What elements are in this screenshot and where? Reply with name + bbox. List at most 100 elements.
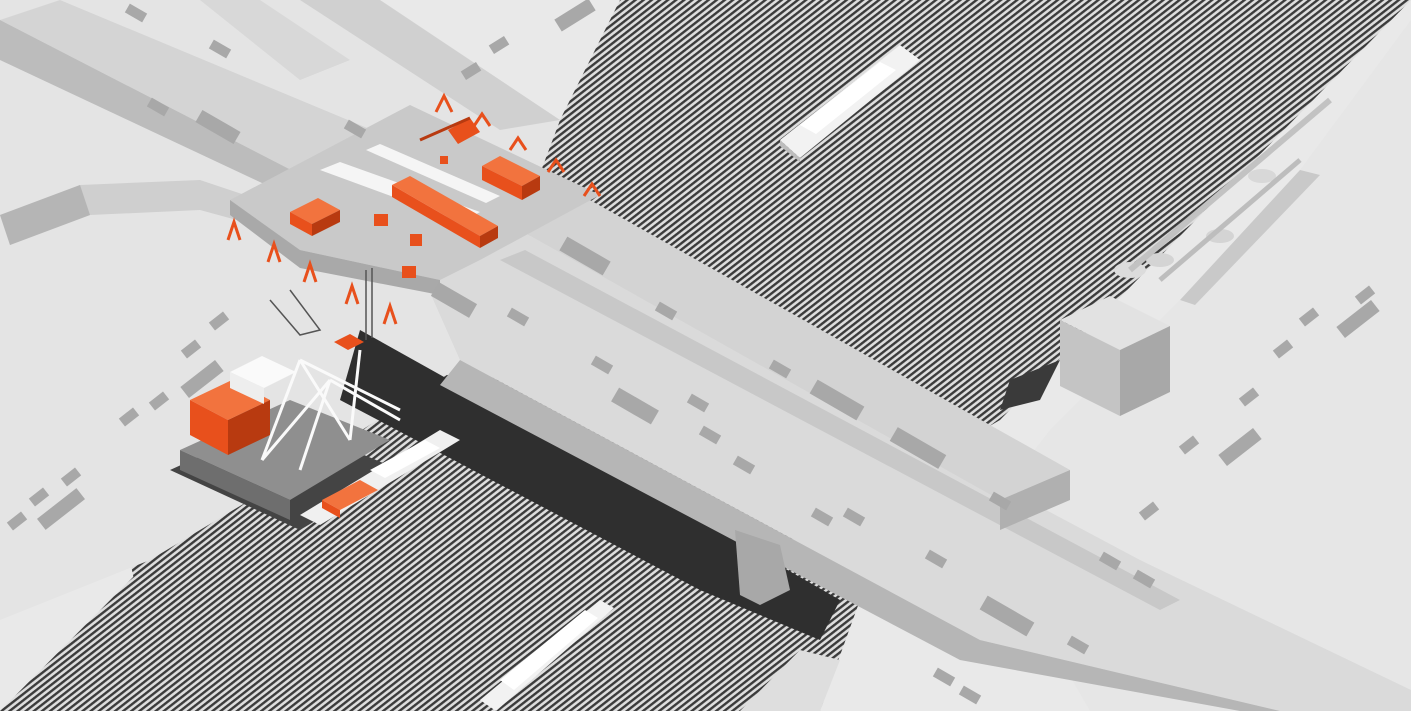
arch-3 [508, 135, 528, 151]
truck [430, 282, 478, 318]
container-block-a-side [312, 210, 340, 236]
container-small-4 [440, 156, 448, 164]
silo-4 [1248, 169, 1276, 183]
container-train-front [392, 185, 480, 248]
container-small-2 [410, 234, 422, 246]
white-cab-top [230, 356, 296, 388]
car [208, 311, 230, 331]
right-quay-edge [1180, 170, 1320, 305]
container-train-side [480, 226, 498, 248]
arch-5 [582, 181, 602, 197]
car [60, 467, 82, 487]
arch-6 [226, 217, 242, 241]
car [932, 667, 956, 687]
truck [979, 595, 1035, 637]
conveyor-2 [1158, 158, 1302, 282]
orange-crane-arches [226, 92, 602, 325]
ship-upper-hull-side [780, 140, 800, 162]
tower-mast [365, 268, 373, 340]
car [1354, 285, 1376, 305]
silo-2 [1146, 253, 1174, 267]
car [1098, 551, 1122, 571]
platform-crane [419, 116, 480, 144]
truck [611, 387, 659, 425]
car [148, 391, 170, 411]
arch-2 [472, 111, 492, 127]
arch-7 [266, 239, 282, 263]
barge-cargo-orange-front [322, 500, 340, 518]
car [988, 491, 1012, 511]
truck [180, 359, 224, 399]
ship-corner [740, 650, 840, 711]
car [180, 339, 202, 359]
container-block-a-top [290, 198, 340, 224]
orange-block-side [228, 400, 270, 455]
arch-10 [382, 301, 398, 325]
truck [554, 0, 596, 32]
container-block-b-front [482, 166, 522, 200]
container-small-1 [374, 214, 388, 226]
car [1178, 435, 1200, 455]
arch-9 [344, 281, 360, 305]
car [1272, 339, 1294, 359]
industrial-silos [1060, 97, 1332, 416]
arch-8 [302, 259, 318, 283]
car [732, 455, 756, 475]
crane-base [180, 400, 390, 500]
crane-body [448, 118, 480, 144]
car [1238, 387, 1260, 407]
tower-stair [269, 289, 322, 336]
lattice-tower [269, 268, 373, 340]
car [1138, 501, 1160, 521]
arch-4 [546, 157, 566, 173]
lower-bridge-spur-side [1000, 470, 1070, 530]
orange-block-front [190, 400, 228, 455]
crane-cab-orange [334, 334, 364, 350]
upper-road-a [200, 0, 350, 80]
car [460, 61, 482, 81]
arch-1 [434, 92, 454, 113]
lattice-cross-1 [260, 359, 352, 461]
truck [1336, 299, 1380, 339]
vehicles [6, 0, 1380, 705]
ship-lower [480, 600, 614, 711]
car [590, 355, 614, 375]
car [654, 301, 678, 321]
silo-building-top [1060, 296, 1170, 350]
container-block-b-side [522, 176, 540, 200]
platform-runway-stripe-2 [366, 144, 500, 203]
main-bridge-side [440, 360, 1280, 711]
white-cab-front [230, 372, 264, 404]
car [768, 359, 792, 379]
truck [889, 427, 947, 469]
ship-upper-cargo [800, 62, 896, 134]
bridge-shadow [340, 330, 840, 640]
car [924, 549, 948, 569]
ship-upper [780, 45, 920, 162]
lattice-arm-2 [329, 378, 401, 422]
car [958, 685, 982, 705]
barge-cargo-white [370, 440, 440, 478]
crane-arm [419, 116, 471, 142]
truck [195, 109, 241, 145]
car [488, 35, 510, 55]
truck [1218, 427, 1262, 467]
upper-road-b [300, 0, 560, 130]
container-block-b-top [482, 156, 540, 186]
ship-lower-cargo [500, 610, 598, 690]
upper-left-highway-side [0, 20, 330, 215]
car [1066, 635, 1090, 655]
ship-barge-crane [300, 430, 460, 525]
car [208, 39, 232, 59]
platform-containers [290, 156, 540, 278]
car [1132, 569, 1156, 589]
car [506, 307, 530, 327]
port-platform-side [230, 200, 440, 295]
car [842, 507, 866, 527]
bridge-pier [735, 530, 790, 605]
container-train-top [392, 176, 498, 236]
silo-building-side [1120, 326, 1170, 416]
car [698, 425, 722, 445]
river-lower-left-bank-water [0, 560, 220, 711]
